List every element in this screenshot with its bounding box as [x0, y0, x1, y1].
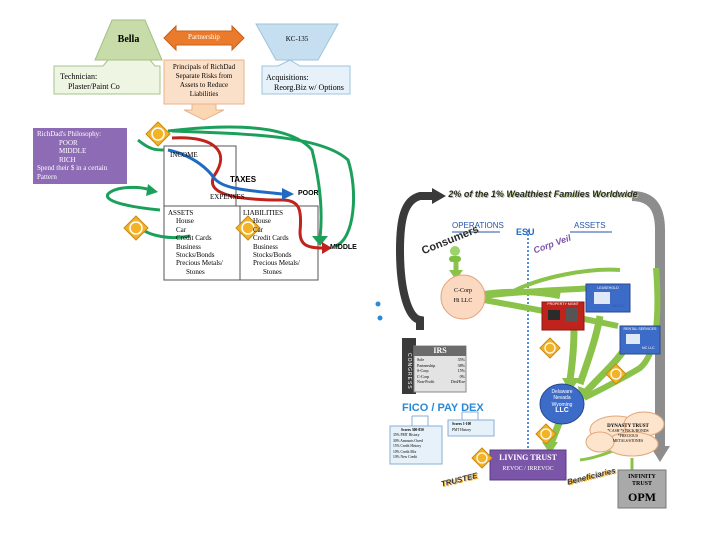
operations-label: OPERATIONS: [452, 221, 504, 230]
esu-label: ESU: [516, 227, 535, 237]
dollar-coin-icon: [123, 215, 149, 241]
bella-label: Bella: [117, 34, 140, 45]
dynasty-text: DYNASTY TRUST *CASH *STOCK/BONDS *PRECIO…: [607, 424, 649, 443]
infinity-trust-text: INFINITY TRUST: [628, 474, 656, 487]
philosophy-text: RichDad's Philosophy: POOR MIDDLE RICH S…: [37, 130, 108, 181]
rental-llc-label: NC LLC: [642, 346, 655, 350]
acquisitions-text: Acquisitions: Reorg.Biz w/ Options: [266, 73, 344, 92]
congress-label: CONGRESS: [406, 353, 412, 390]
technician-text: Technician: Plaster/Paint Co: [60, 72, 120, 91]
dollar-coin-icon: [539, 337, 561, 359]
principals-text: Principals of RichDad Separate Risks fro…: [172, 63, 236, 98]
philosophy-box: [33, 128, 127, 184]
acquisitions-callout: [261, 59, 351, 95]
dollar-coin-icon: [471, 447, 493, 469]
assets-label: ASSETS: [574, 221, 606, 230]
congress-box: [402, 338, 416, 394]
partnership-arrow: [163, 24, 245, 52]
poor-label: POOR: [298, 190, 319, 197]
dynasty-cloud: [585, 411, 665, 457]
living-trust-box: [489, 449, 567, 481]
fico-right-text: Scores 1-100 PMT History: [452, 422, 472, 432]
revoc-label: REVOC / IRREVOC: [502, 466, 554, 472]
delaware-text: Delaware Nevada Wyoming LLC: [551, 389, 573, 415]
technician-callout: [53, 59, 161, 95]
delaware-llc-oval: [539, 383, 585, 425]
assets-list: ASSETS House Car Credit Cards Business S…: [168, 209, 223, 276]
property-mgmt-label: PROPERTY MGMT: [547, 302, 579, 306]
leasehold-llc-label: NC LLC: [612, 304, 625, 308]
taxes-label: TAXES: [230, 175, 257, 184]
fico-title: FICO / PAY DEX: [402, 402, 484, 414]
principals-box: [163, 59, 245, 105]
rental-label: RENTAL SERVICES: [623, 327, 657, 331]
infinity-trust-box: [617, 469, 667, 509]
middle-label: MIDDLE: [330, 244, 357, 251]
ccorp-text: C-Corp Hi LLC: [453, 288, 473, 304]
dot-icon: [375, 301, 381, 307]
kc135-shape: [255, 23, 339, 61]
fico-right-box: [447, 419, 495, 437]
irs-label: IRS: [433, 346, 447, 355]
dollar-coin-icon: [535, 423, 557, 445]
kc135-label: KC-135: [285, 35, 309, 43]
expenses-label: EXPENSES: [210, 193, 245, 201]
dollar-coin-icon: [145, 121, 171, 147]
dot-icon: [377, 315, 383, 321]
fico-left-box: [389, 425, 443, 465]
fico-left-text: Scores 300-850 35% PMT History 30% Amoun…: [393, 428, 424, 460]
opm-label: OPM: [628, 490, 656, 504]
income-label: INCOME: [170, 151, 198, 159]
dollar-coin-icon: [605, 363, 627, 385]
bella-shape: [94, 19, 163, 61]
income-box: [163, 145, 237, 207]
leasehold-label: LEASEHOLD: [597, 286, 619, 290]
right-title: 2% of the 1% Wealthiest Families Worldwi…: [448, 189, 638, 199]
liabilities-list: LIABILITIES House Car Credit Cards Busin…: [243, 209, 300, 276]
partnership-label: Partnership: [188, 33, 220, 41]
consumers-icon: [449, 246, 461, 262]
dollar-coin-icon: [235, 215, 261, 241]
ccorp-circle: [440, 274, 486, 320]
principals-down-arrow: [183, 103, 225, 121]
living-trust-label: LIVING TRUST: [499, 453, 557, 462]
